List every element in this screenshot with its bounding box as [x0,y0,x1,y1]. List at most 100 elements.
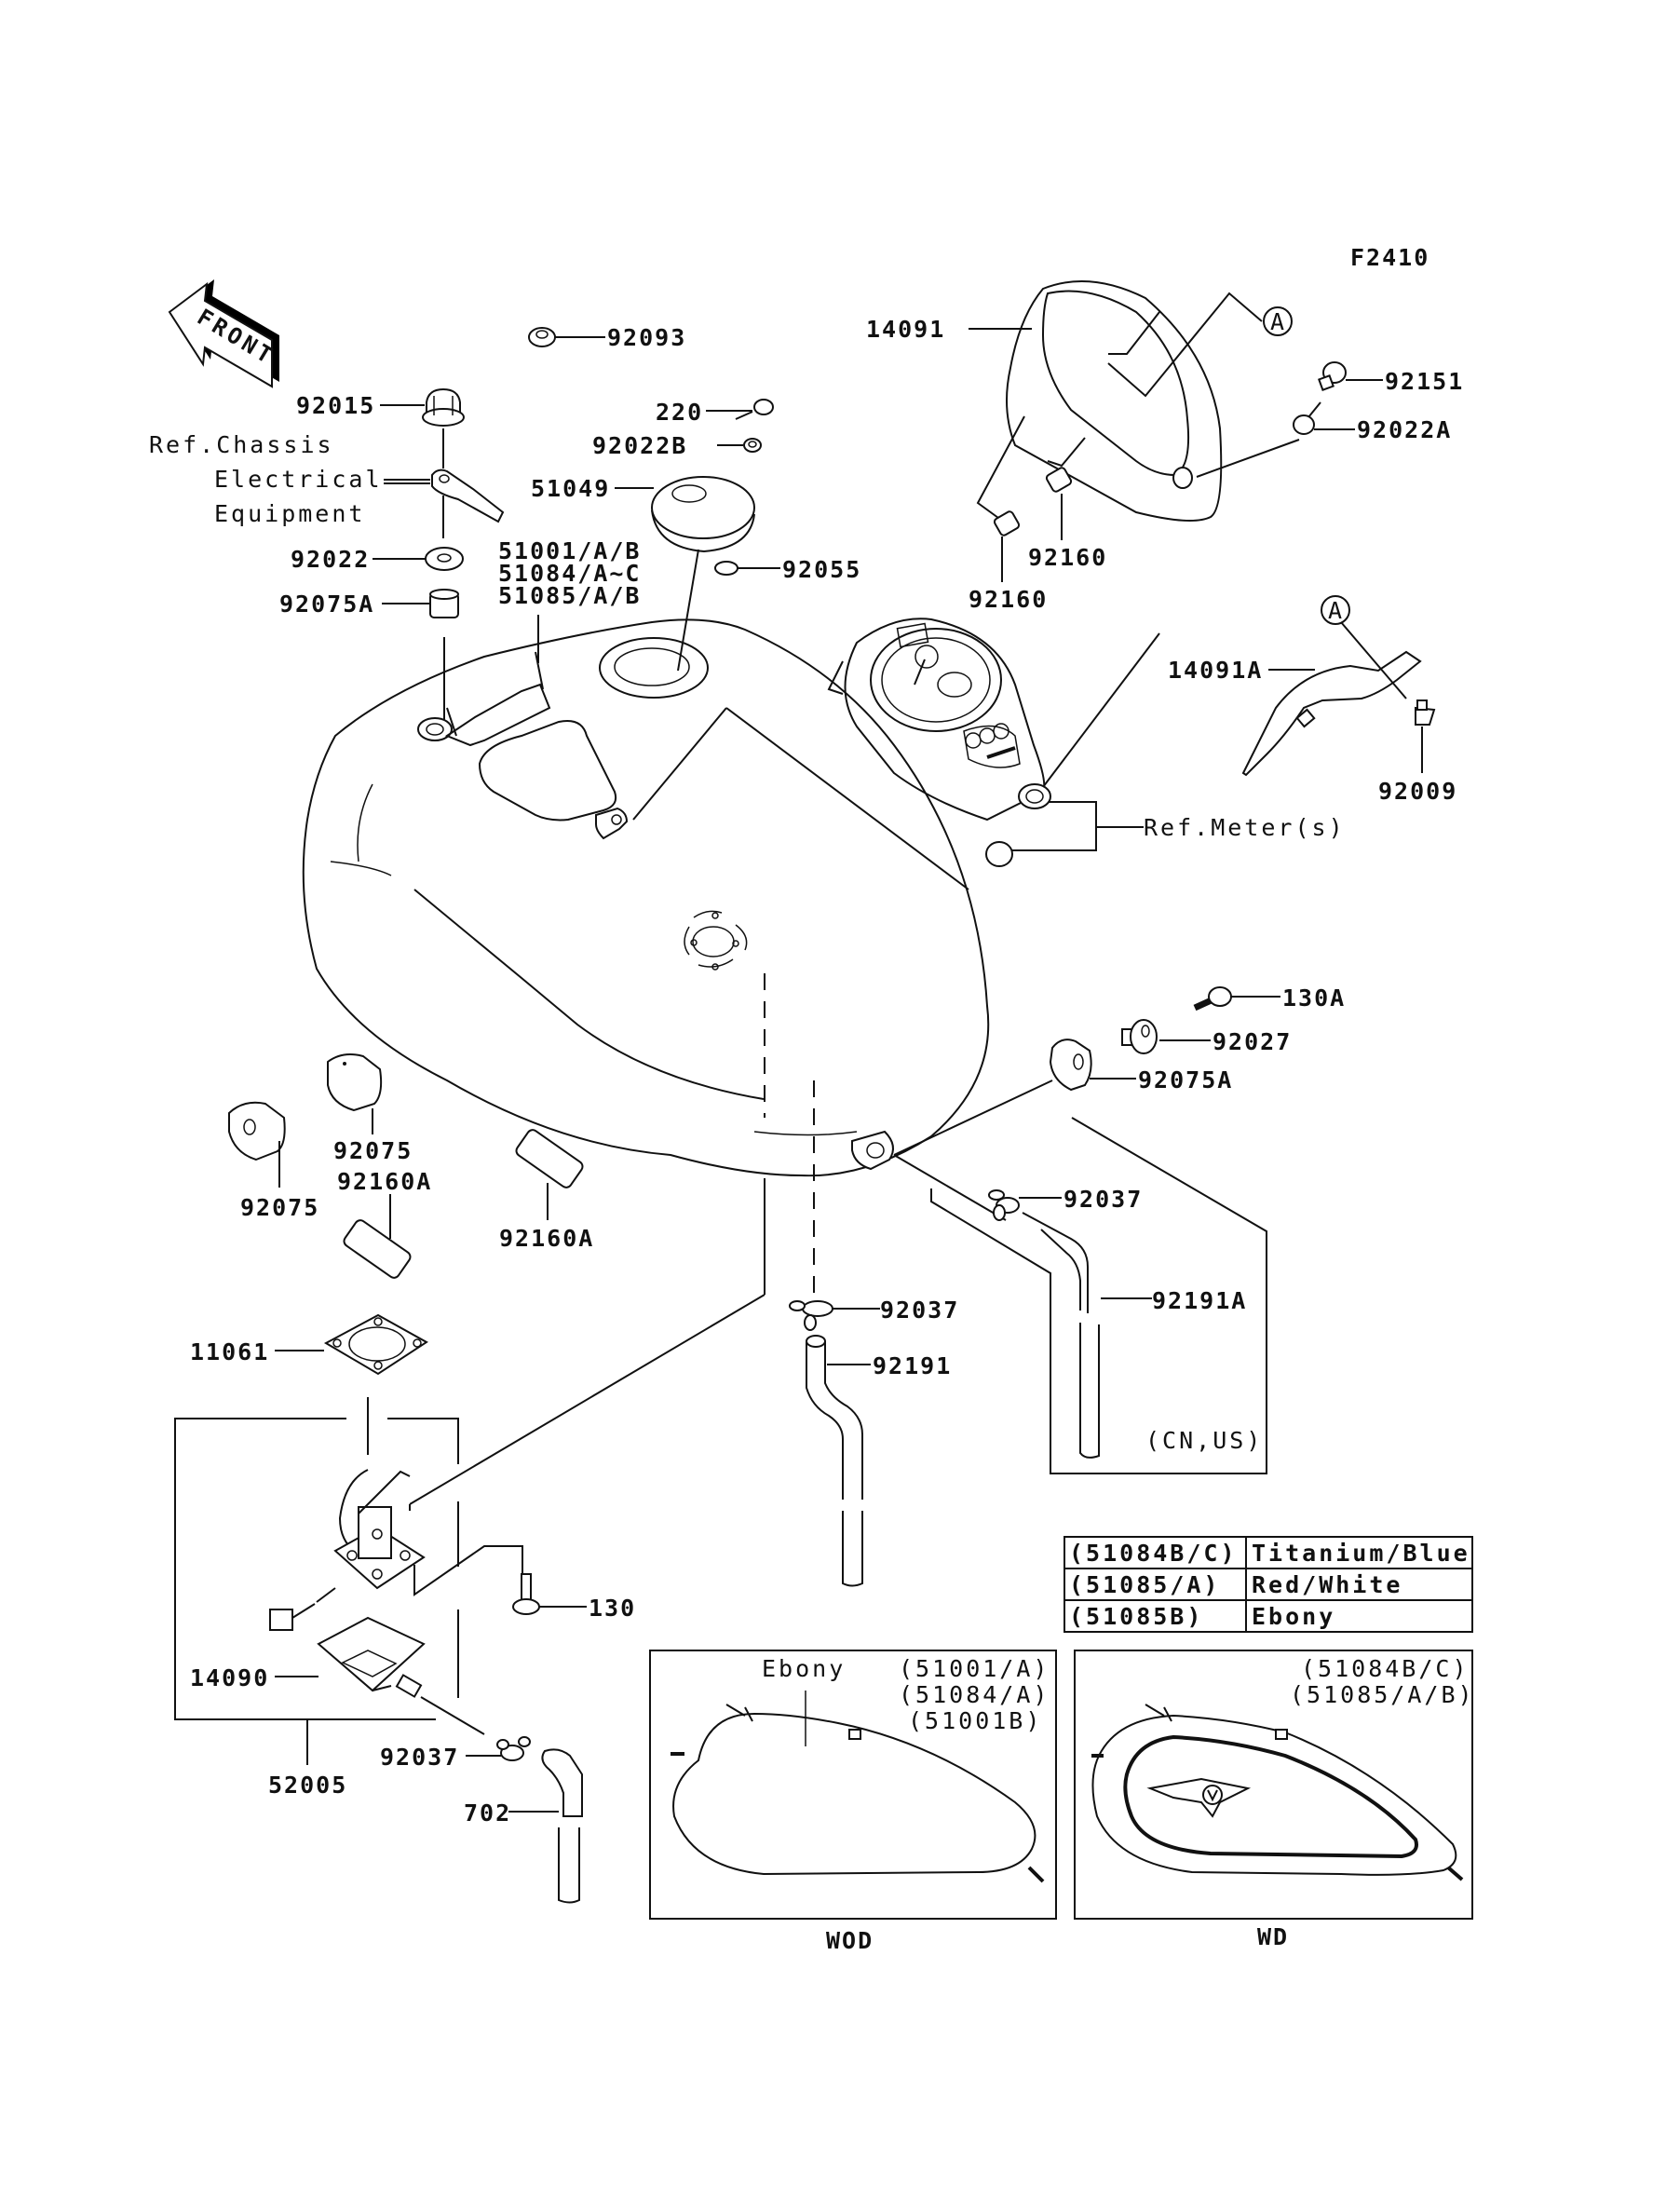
label-51001: 51001/A/B [498,537,641,564]
variant-wod-panel [649,1650,1057,1920]
callout-a-top-label: A [1270,308,1287,335]
table-row-2-color: Red/White [1252,1571,1402,1598]
part-92027-collar [1121,1019,1211,1054]
part-92009-screw [1415,699,1436,773]
part-92151-bolt [1318,361,1383,391]
label-14091a: 14091A [1168,657,1263,684]
cn-us-breather-box [893,1117,1267,1474]
callout-a-right: A [1321,595,1350,625]
fuel-tank-body [302,618,990,1177]
label-92075a-top: 92075A [279,591,374,618]
region-cn-us: (CN,US) [1145,1427,1263,1454]
wd-code-2: (51085/A/B) [1290,1681,1475,1708]
part-92037-clamp-low [466,1736,531,1761]
part-92022a-washer [1293,414,1355,435]
table-row-2-code: (51085/A) [1069,1571,1220,1598]
wod-caption: WOD [826,1927,874,1954]
label-92075a-right: 92075A [1138,1066,1233,1093]
callout-a-top: A [1263,306,1293,336]
part-fuel-pump [269,1469,426,1631]
part-11061-gasket [275,1313,428,1376]
part-14091a-cover-bracket [1241,650,1422,777]
ref-meters: Ref.Meter(s) [1144,814,1346,841]
table-row-1-code: (51084B/C) [1069,1540,1238,1567]
variant-wd-panel [1074,1650,1473,1920]
label-92191: 92191 [873,1352,952,1379]
part-92075-damper-b [228,1101,286,1188]
part-92160a-grommet-a [343,1219,412,1279]
speedometer-meter [827,618,1046,822]
label-92037-right: 92037 [1064,1186,1143,1213]
wd-code-1: (51084B/C) [1301,1655,1470,1682]
part-92075-damper-a [327,1053,383,1134]
label-92009: 92009 [1378,778,1457,805]
part-92075a-damper-right [1049,1039,1136,1092]
callout-a-right-label: A [1328,597,1345,624]
label-52005: 52005 [268,1772,347,1799]
ref-meter-bracket [1011,801,1144,851]
label-92160a-b: 92160A [499,1225,594,1252]
part-92015-cap-nut [380,387,465,427]
part-51049-fuel-cap [615,476,755,553]
part-130a-bolt [1193,986,1280,1012]
part-130-bolt [512,1573,587,1615]
label-92022a: 92022A [1357,416,1452,443]
part-92037-clamp-mid [789,1300,880,1331]
wod-code-1: (51001/A) [899,1655,1050,1682]
ref-chassis-line2: Electrical [214,466,383,493]
part-92191a-hose [1022,1212,1152,1459]
label-92015: 92015 [296,392,375,419]
label-92093: 92093 [607,324,686,351]
part-92160-grommet-b [1045,437,1086,540]
label-92191a: 92191A [1152,1287,1247,1314]
label-220: 220 [656,399,703,426]
label-51085: 51085/A/B [498,582,641,609]
table-row-3-color: Ebony [1252,1603,1335,1630]
label-92022: 92022 [291,546,370,573]
label-130: 130 [589,1595,636,1622]
label-92160-b: 92160 [1028,544,1107,571]
part-92037-clamp-right [988,1189,1062,1221]
figure-id: F2410 [1350,244,1429,271]
meter-grommets [985,783,1051,867]
label-92160-a: 92160 [969,586,1048,613]
fuel-pump-assembly-bracket [174,1397,459,1765]
part-92191-hose [806,1335,871,1587]
label-92075-a: 92075 [333,1137,413,1164]
label-92027: 92027 [1213,1028,1292,1055]
label-92160a-a: 92160A [337,1168,432,1195]
wod-code-2: (51084/A) [899,1681,1050,1708]
part-92160a-grommet-b [515,1129,584,1188]
part-220-screw [706,399,774,420]
label-51084: 51084/A~C [498,560,641,587]
front-arrow-icon: FRONT [168,279,279,388]
table-row-3-code: (51085B) [1069,1603,1203,1630]
part-92093-grommet [528,327,605,347]
label-702: 702 [464,1799,511,1827]
label-130a: 130A [1282,985,1346,1012]
label-92037-low: 92037 [380,1744,459,1771]
color-table [1064,1536,1473,1633]
label-92151: 92151 [1385,368,1464,395]
label-92075-b: 92075 [240,1194,319,1221]
label-14091: 14091 [866,316,945,343]
kawasaki-wing-emblem [1146,1777,1252,1818]
wod-code-3: (51001B) [908,1707,1042,1734]
wd-caption: WD [1257,1923,1289,1950]
ref-chassis-line3: Equipment [214,500,365,527]
label-92022b: 92022B [592,432,687,459]
part-92075a-damper-top [382,589,459,618]
part-14091-meter-cover [1006,280,1223,522]
label-92055: 92055 [782,556,861,583]
label-92037-mid: 92037 [880,1297,959,1324]
table-row-1-color: Titanium/Blue [1252,1540,1470,1567]
label-11061: 11061 [190,1338,269,1365]
wod-color-label: Ebony [762,1655,846,1682]
part-92022b-washer [717,438,762,453]
ref-chassis-line1: Ref.Chassis [149,431,334,458]
label-14090: 14090 [190,1664,269,1691]
part-702-hose [508,1748,584,1904]
part-92055-o-ring [714,561,780,576]
label-51049: 51049 [531,475,610,502]
